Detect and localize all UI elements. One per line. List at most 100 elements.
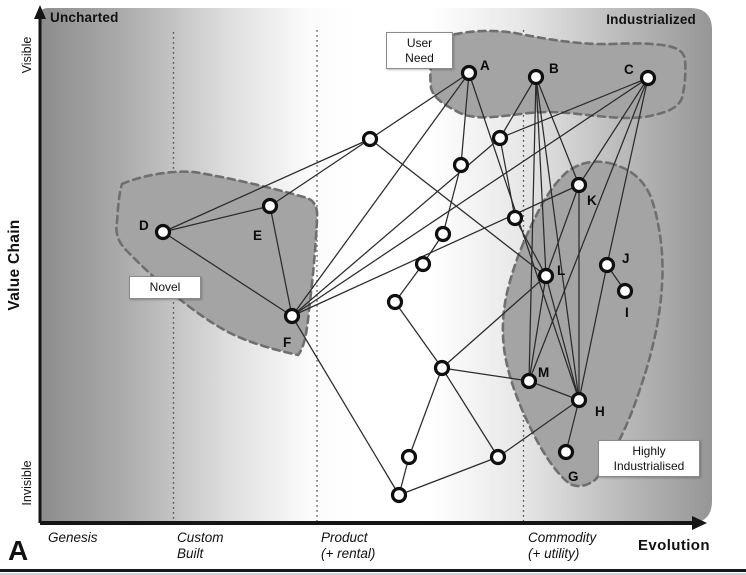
map-node-u8 xyxy=(433,359,451,377)
edge-D-E xyxy=(162,205,271,233)
stage-custom-built-line2: Built xyxy=(177,545,204,561)
map-node-u3 xyxy=(452,156,470,174)
y-axis-arrowhead xyxy=(34,5,46,19)
edge-D-F xyxy=(162,231,293,317)
x-axis-title: Evolution xyxy=(638,537,710,554)
map-node-K xyxy=(570,176,588,194)
stage-commodity-line1: Commodity xyxy=(528,530,597,545)
novel-line1: Novel xyxy=(149,280,181,294)
edge-E-u1 xyxy=(269,138,371,207)
region-label-highly-industrialised: Highly Industrialised xyxy=(598,440,700,477)
edge-G-H xyxy=(565,399,580,453)
node-label-K: K xyxy=(587,193,597,208)
stage-product: Product (+ rental) xyxy=(321,530,375,561)
stage-product-line2: (+ rental) xyxy=(321,545,376,561)
map-node-L xyxy=(537,267,555,285)
map-node-E xyxy=(261,197,279,215)
stage-custom-built-line1: Custom xyxy=(177,530,224,545)
map-node-F xyxy=(283,307,301,325)
user-need-line2: Need xyxy=(405,50,434,65)
node-label-F: F xyxy=(283,335,291,350)
map-node-D xyxy=(154,223,172,241)
edge-K-L xyxy=(545,184,580,277)
node-label-A: A xyxy=(480,58,490,73)
map-node-u11 xyxy=(390,486,408,504)
edge-A-u1 xyxy=(369,72,470,140)
edge-u8-u9 xyxy=(408,367,443,458)
map-node-A xyxy=(460,64,478,82)
edge-E-F xyxy=(269,205,293,317)
map-node-B xyxy=(527,68,545,86)
map-node-u10 xyxy=(489,448,507,466)
edge-C-u2 xyxy=(499,77,649,139)
map-node-G xyxy=(557,443,575,461)
map-node-J xyxy=(598,256,616,274)
y-axis-title: Value Chain xyxy=(6,219,23,311)
map-node-H xyxy=(570,391,588,409)
edge-D-u1 xyxy=(162,138,371,233)
map-node-u1 xyxy=(361,130,379,148)
label-visible: Visible xyxy=(20,36,34,74)
map-node-u7 xyxy=(386,293,404,311)
edge-L-u1 xyxy=(369,138,547,277)
stage-commodity-line2: (+ utility) xyxy=(528,545,580,561)
map-node-u2 xyxy=(491,129,509,147)
edge-C-J xyxy=(606,77,649,266)
edge-A-H xyxy=(468,72,580,401)
region-novel xyxy=(115,170,319,357)
node-label-C: C xyxy=(624,62,634,77)
map-node-u4 xyxy=(506,209,524,227)
edge-u7-u8 xyxy=(394,301,443,369)
edge-L-u8 xyxy=(441,275,547,369)
edge-L-u4 xyxy=(514,217,547,277)
figure-label: A xyxy=(8,535,29,566)
node-label-E: E xyxy=(253,228,262,243)
edge-B-K xyxy=(535,76,580,186)
node-label-L: L xyxy=(557,263,565,278)
edge-u10-u11 xyxy=(398,456,499,496)
edge-B-L xyxy=(535,76,547,277)
stage-genesis: Genesis xyxy=(48,530,98,546)
edge-M-u8 xyxy=(441,367,530,382)
stage-genesis-line1: Genesis xyxy=(48,530,98,545)
edge-B-H xyxy=(535,76,580,401)
map-node-u5 xyxy=(434,225,452,243)
node-label-D: D xyxy=(139,218,149,233)
edge-B-M xyxy=(528,76,537,382)
edge-F-K xyxy=(291,184,580,317)
map-node-u6 xyxy=(414,255,432,273)
stage-custom-built: Custom Built xyxy=(177,530,224,561)
highly-line2: Industrialised xyxy=(613,458,685,473)
edge-A-F xyxy=(291,72,470,317)
page-bottom-rule-shadow xyxy=(0,572,746,575)
map-node-C xyxy=(639,69,657,87)
edge-H-M xyxy=(528,380,580,401)
node-label-H: H xyxy=(595,404,605,419)
node-label-G: G xyxy=(568,469,579,484)
edge-F-u11 xyxy=(291,315,400,496)
edge-C-M xyxy=(528,77,649,382)
edge-u3-u5 xyxy=(442,164,462,235)
region-label-novel: Novel xyxy=(129,276,201,299)
user-need-line1: User xyxy=(406,36,433,50)
edge-u2-u4 xyxy=(499,137,516,219)
label-invisible: Invisible xyxy=(20,460,34,506)
edge-B-u2 xyxy=(499,76,537,139)
edge-A-u3 xyxy=(460,72,470,166)
map-node-I xyxy=(616,282,634,300)
node-label-M: M xyxy=(538,365,549,380)
map-node-u9 xyxy=(400,448,418,466)
edge-C-K xyxy=(578,77,649,186)
edge-u8-u10 xyxy=(441,367,499,458)
page-bottom-rule xyxy=(0,569,746,572)
x-axis-arrowhead xyxy=(692,516,707,530)
label-industrialized: Industrialized xyxy=(606,12,696,27)
node-label-J: J xyxy=(622,251,630,266)
edge-H-u10 xyxy=(497,399,580,458)
edge-C-F xyxy=(291,77,649,317)
stage-product-line1: Product xyxy=(321,530,368,545)
node-label-I: I xyxy=(625,305,629,320)
highly-line1: Highly xyxy=(632,444,666,458)
